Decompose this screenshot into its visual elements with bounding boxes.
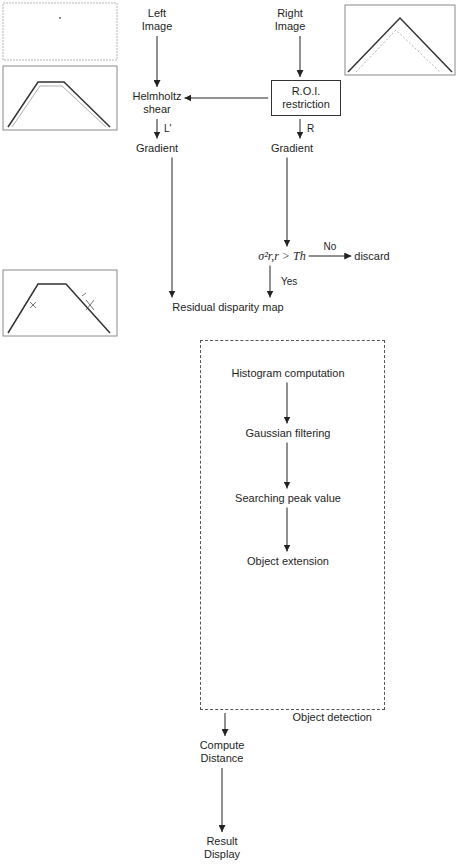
- step-label: Object extension: [247, 555, 329, 568]
- flow-arrow: [157, 36, 158, 87]
- input-label: Right Image: [275, 7, 306, 33]
- flow-arrow: [172, 158, 173, 298]
- process-step: Helmholtz shear: [133, 90, 182, 116]
- process-step: Gradient: [271, 142, 313, 155]
- sheared-image-thumbnail: [3, 66, 117, 130]
- disparity-thumbnail: [3, 270, 117, 336]
- decision-test: σ²r,r > Th: [258, 250, 305, 263]
- process-step: Searching peak value: [235, 492, 341, 505]
- flow-arrow: [287, 443, 288, 489]
- edge-label: No: [323, 241, 338, 253]
- step-label: Left Image: [142, 7, 173, 33]
- flow-arrow: [287, 508, 288, 552]
- group-heading: Object detection: [293, 711, 373, 724]
- process-step: Compute Distance: [200, 739, 245, 765]
- flow-arrow: [270, 266, 271, 298]
- flow-arrow: [309, 256, 352, 257]
- flow-arrow: [225, 713, 226, 736]
- step-label: R.O.I. restriction: [282, 85, 330, 111]
- edge-label: Yes: [280, 276, 298, 288]
- edge-label: L': [163, 123, 172, 135]
- step-label: Result Display: [204, 835, 240, 861]
- flow-arrow: [157, 119, 158, 139]
- flow-arrow: [300, 36, 301, 77]
- process-step: Object extension: [247, 555, 329, 568]
- process-box: R.O.I. restriction: [271, 80, 341, 116]
- process-step: Gradient: [136, 142, 178, 155]
- flow-arrow: [287, 383, 288, 424]
- flow-arrow: [300, 119, 301, 139]
- step-label: Gradient: [271, 142, 313, 155]
- left-image-thumbnail: [3, 3, 117, 60]
- edge-label: R: [306, 123, 315, 135]
- flow-arrow: [222, 768, 223, 832]
- process-step: Histogram computation: [231, 367, 344, 380]
- step-label: σ²r,r > Th: [258, 250, 305, 263]
- step-label: Helmholtz shear: [133, 90, 182, 116]
- step-label: Histogram computation: [231, 367, 344, 380]
- step-label: Compute Distance: [200, 739, 245, 765]
- step-label: Gradient: [136, 142, 178, 155]
- step-label: discard: [354, 250, 389, 263]
- flow-arrow: [287, 158, 288, 247]
- step-label: Residual disparity map: [172, 301, 283, 314]
- step-label: Searching peak value: [235, 492, 341, 505]
- group-box: Object detectionHistogram computationGau…: [200, 340, 385, 710]
- terminal-step: discard: [354, 250, 389, 263]
- step-label: Gaussian filtering: [246, 427, 331, 440]
- flow-arrow: [184, 98, 268, 99]
- process-step: Gaussian filtering: [246, 427, 331, 440]
- right-image-thumbnail: [345, 5, 455, 75]
- process-step: Residual disparity map: [172, 301, 283, 314]
- step-label: Right Image: [275, 7, 306, 33]
- output-step: Result Display: [204, 835, 240, 861]
- input-label: Left Image: [142, 7, 173, 33]
